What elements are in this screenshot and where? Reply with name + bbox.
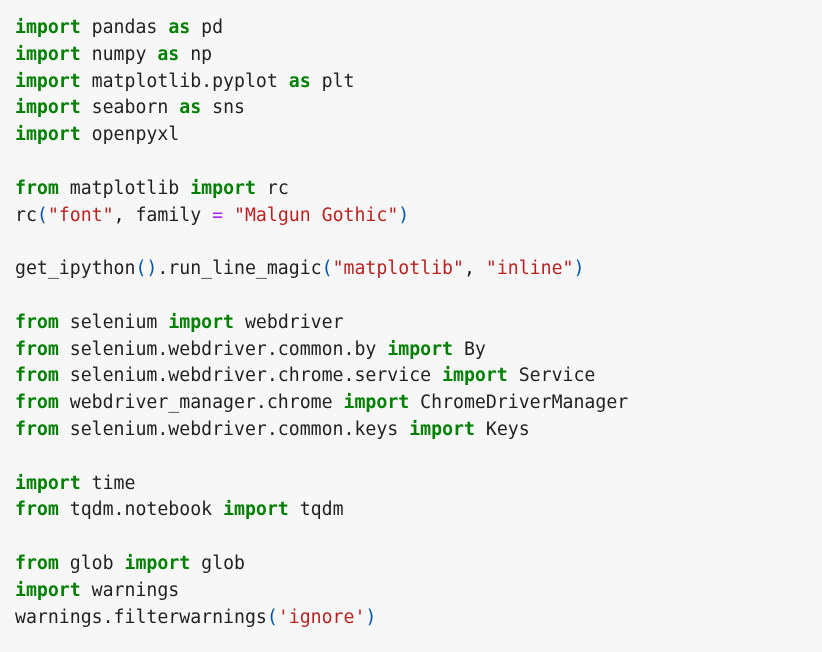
code-line: from glob import glob: [15, 551, 822, 578]
code-token: selenium.webdriver.common.keys: [58, 418, 410, 440]
code-token: sns: [201, 97, 245, 119]
code-line: from matplotlib import rc: [15, 176, 822, 203]
keyword-token: import: [15, 70, 81, 92]
code-token: selenium.webdriver.chrome.service: [58, 365, 443, 387]
code-line: [15, 444, 822, 471]
code-token: tqdm: [288, 499, 344, 521]
keyword-token: from: [15, 338, 59, 360]
string-token: "inline": [485, 258, 574, 280]
code-token: warnings.filterwarnings: [15, 606, 267, 628]
code-token: plt: [310, 70, 355, 92]
code-token: rc: [255, 177, 289, 199]
code-line: rc("font", family = "Malgun Gothic"): [15, 203, 822, 230]
code-line: [15, 283, 822, 310]
punctuation-token: (: [266, 606, 278, 628]
code-token: np: [179, 43, 213, 65]
keyword-token: import: [15, 97, 81, 119]
code-token: selenium: [58, 311, 169, 333]
code-token: Service: [507, 365, 596, 387]
keyword-token: import: [15, 43, 81, 65]
keyword-token: from: [15, 365, 59, 387]
keyword-token: import: [15, 17, 81, 38]
keyword-token: import: [190, 177, 256, 199]
operator-token: =: [212, 204, 224, 226]
keyword-token: import: [409, 418, 475, 440]
code-line: import openpyxl: [15, 122, 822, 149]
punctuation-token: (): [135, 258, 158, 280]
string-token: "matplotlib": [332, 258, 464, 280]
string-token: "Malgun Gothic": [234, 204, 399, 226]
keyword-token: import: [15, 472, 81, 494]
code-token: [223, 205, 234, 226]
code-token: selenium.webdriver.common.by: [58, 338, 388, 360]
code-line: [15, 149, 822, 176]
keyword-token: import: [223, 499, 289, 521]
code-token: pd: [190, 17, 224, 38]
code-line: from selenium.webdriver.common.keys impo…: [15, 417, 822, 444]
keyword-token: import: [15, 124, 81, 146]
keyword-token: import: [124, 552, 191, 574]
keyword-token: from: [15, 177, 59, 199]
code-token: ChromeDriverManager: [409, 392, 629, 414]
punctuation-token: ): [365, 606, 377, 628]
punctuation-token: (: [36, 204, 48, 226]
keyword-token: as: [157, 43, 180, 65]
keyword-token: import: [15, 579, 81, 601]
keyword-token: from: [15, 392, 59, 414]
keyword-token: from: [15, 418, 59, 440]
code-line: import pandas as pd: [15, 15, 822, 42]
code-token: seaborn: [80, 97, 180, 119]
keyword-token: as: [179, 97, 202, 119]
code-token: warnings: [80, 579, 180, 601]
keyword-token: as: [288, 70, 311, 92]
code-token: time: [80, 472, 136, 494]
code-token: matplotlib.pyplot: [80, 70, 289, 92]
punctuation-token: ): [398, 204, 410, 226]
code-line: get_ipython().run_line_magic("matplotlib…: [15, 256, 822, 283]
code-token: glob: [58, 552, 125, 574]
code-token: pandas: [80, 17, 169, 38]
string-token: "font": [47, 204, 114, 226]
string-token: 'ignore': [277, 606, 366, 628]
code-line: warnings.filterwarnings('ignore'): [15, 605, 822, 632]
code-line: import seaborn as sns: [15, 95, 822, 122]
code-line: [15, 524, 822, 551]
code-line: from selenium.webdriver.chrome.service i…: [15, 363, 822, 390]
code-token: By: [453, 338, 486, 360]
code-token: openpyxl: [80, 124, 180, 146]
code-line: import time: [15, 471, 822, 498]
code-line: import numpy as np: [15, 42, 822, 69]
code-line: from selenium.webdriver.common.by import…: [15, 337, 822, 364]
code-token: glob: [190, 552, 245, 574]
keyword-token: import: [442, 365, 508, 387]
punctuation-token: (: [321, 258, 333, 280]
code-token: webdriver_manager.chrome: [58, 392, 344, 414]
code-token: , family: [113, 204, 213, 226]
code-token: Keys: [474, 418, 530, 440]
keyword-token: as: [168, 17, 191, 38]
code-token: rc: [15, 204, 37, 226]
code-line: [15, 229, 822, 256]
keyword-token: import: [343, 392, 410, 414]
code-line: import warnings: [15, 578, 822, 605]
code-token: webdriver: [234, 311, 344, 333]
code-line: import matplotlib.pyplot as plt: [15, 69, 822, 96]
code-line: from tqdm.notebook import tqdm: [15, 497, 822, 524]
code-line: from selenium import webdriver: [15, 310, 822, 337]
keyword-token: from: [15, 499, 59, 521]
keyword-token: import: [387, 338, 454, 360]
keyword-token: from: [15, 311, 59, 333]
code-token: ,: [463, 258, 486, 280]
keyword-token: from: [15, 552, 59, 574]
code-token: numpy: [80, 43, 158, 65]
code-token: .run_line_magic: [157, 258, 322, 280]
punctuation-token: ): [573, 258, 585, 280]
code-token: matplotlib: [58, 177, 191, 199]
code-line: from webdriver_manager.chrome import Chr…: [15, 390, 822, 417]
keyword-token: import: [168, 311, 235, 333]
code-token: tqdm.notebook: [58, 499, 224, 521]
code-token: get_ipython: [15, 258, 136, 280]
